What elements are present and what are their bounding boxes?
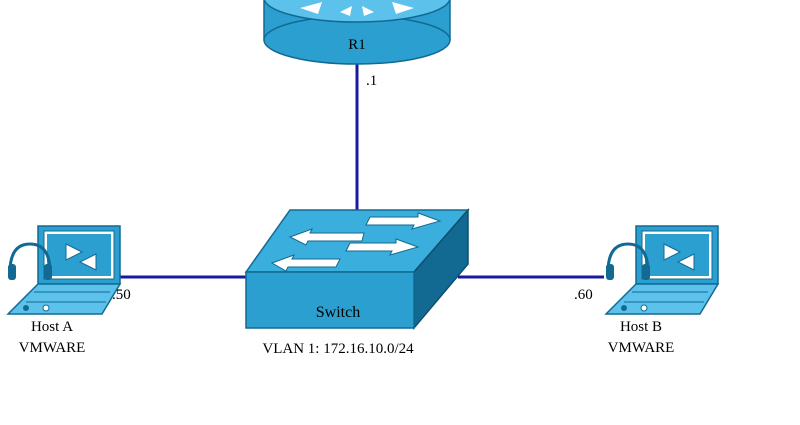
router-interface-address: .1 (366, 73, 378, 89)
router-label: R1 (348, 37, 366, 53)
host-b-platform: VMWARE (607, 340, 675, 356)
subnet-caption: VLAN 1: 172.16.10.0/24 (262, 341, 414, 357)
host-a-interface-address: .50 (112, 287, 131, 303)
router-icon (263, 0, 451, 65)
host-b-interface-address: .60 (574, 287, 593, 303)
host-a-platform: VMWARE (18, 340, 86, 356)
host-b-name: Host B (619, 319, 663, 335)
host-a-name: Host A (30, 319, 74, 335)
host-b-laptop-icon (604, 225, 720, 315)
switch-label: Switch (315, 304, 361, 321)
host-a-laptop-icon (6, 225, 122, 315)
switch-icon (244, 207, 470, 331)
